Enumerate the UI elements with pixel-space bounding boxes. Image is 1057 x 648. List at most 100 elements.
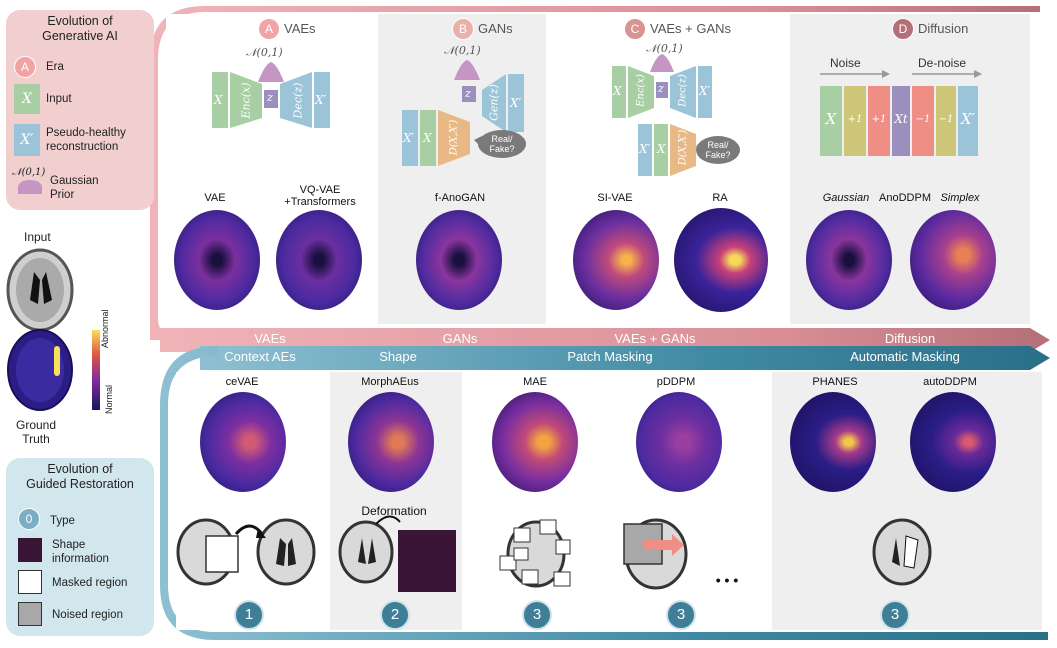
bottom-band-automatic: Automatic Masking [850,349,960,364]
vaegan-disc-x-label: X [657,142,666,156]
vae-diagram [212,62,330,128]
type-badge-shape: 2 [380,600,410,630]
deformation-label: Deformation [361,504,427,518]
gan-disc-xp-label: X′ [403,131,415,145]
type-badge-automatic: 3 [880,600,910,630]
shape-info-icon [18,538,42,562]
bottom-band-patch: Patch Masking [567,349,653,364]
top-band-vaes: VAEs [254,331,286,346]
legend2-title: Evolution of Guided Restoration [26,462,134,491]
method-simplex: Simplex [940,192,980,204]
vaegan-diagram [612,54,740,176]
method-gaussian: Gaussian [822,192,870,204]
era-a-icon: A [258,18,280,40]
diffusion-diagram [820,70,982,156]
method-cevae: ceVAE [225,376,259,388]
gan-gauss-label: 𝒩(0,1) [444,44,481,57]
era-label: Era [46,61,64,73]
vaegan-disc-xp-label: X′ [639,142,651,156]
vaegan-dec-label: Dec(z) [677,74,689,107]
color-scale-bar [92,330,100,410]
vae-x-label: X [214,93,223,107]
method-pddpm: pDDPM [656,376,696,388]
bottom-era-band [200,346,1050,370]
vaegan-x-label: X [613,84,622,98]
era-symbol-icon: A [14,56,36,78]
diff-plus1-b: +1 [871,114,887,125]
vae-xp-label: X′ [315,93,327,107]
type-badge-mae: 3 [522,600,552,630]
gan-z-label: z [465,87,471,100]
scale-low-label: Normal [104,384,114,414]
era-c-title: VAEs + GANs [650,21,732,36]
vaegan-real-fake-label: Real/ Fake? [705,140,731,160]
brain-heatmap-phanes [790,392,876,492]
method-ra: RA [712,192,728,204]
era-a-title: VAEs [284,21,316,36]
gan-disc-x-label: X [423,131,432,145]
noised-label: Noised region [52,609,123,621]
diff-xt-label: Xt [894,112,908,126]
type-badge-context: 1 [234,600,264,630]
mae-sketch [499,519,571,588]
era-d-icon: D [892,18,914,40]
method-autoddpm: autoDDPM [923,376,977,388]
top-band-gans: GANs [442,331,478,346]
gan-gen-label: Gen(z) [487,84,501,121]
brain-heatmap-gaussian [806,210,892,310]
vae-gauss-label: 𝒩(0,1) [246,46,283,59]
noised-region-icon [18,602,42,626]
brain-heatmap-autoddpm [910,392,996,492]
era-b-icon: B [452,18,474,40]
ground-truth-brain-image [7,329,73,411]
legend-title: Evolution of Generative AI [42,14,118,43]
diff-minus1-b: −1 [938,114,954,125]
type-symbol-icon: 0 [18,508,40,530]
recon-symbol-icon: X′ [14,124,40,156]
method-fanogan: f-AnoGAN [434,192,486,204]
brain-heatmap-fanogan [416,210,502,310]
ground-truth-label: Ground Truth [16,418,57,446]
vae-enc-label: Enc(x) [239,82,253,119]
vae-dec-label: Dec(z) [291,82,305,119]
gaussian-prior-icon [18,180,42,194]
brain-heatmap-sivae [573,210,659,310]
cevae-sketch [176,518,316,586]
brain-heatmap-cevae [200,392,286,492]
top-band-diffusion: Diffusion [884,331,936,346]
recon-label: Pseudo-healthy reconstruction [46,127,126,153]
diff-plus1-a: +1 [847,114,863,125]
ellipsis-label: • • • [715,572,739,588]
denoise-label: De-noise [918,56,967,70]
gauss-symbol: 𝒩(0,1) [12,167,46,178]
brain-heatmap-vae [174,210,260,310]
diff-x-label: X [825,110,837,128]
gan-diagram [402,60,526,166]
top-band-vaegans: VAEs + GANs [614,331,696,346]
diff-minus1-a: −1 [915,114,931,125]
diff-xp-label: X′ [960,110,976,128]
era-c-icon: C [624,18,646,40]
bottom-band-shape: Shape [379,349,417,364]
gauss-label: Gaussian Prior [50,175,99,201]
gan-xp-label: X′ [510,96,522,110]
method-sivae: SI-VAE [597,192,633,204]
vaegan-xp-label: X′ [699,84,711,98]
method-morphaeus: MorphAEus [361,376,419,388]
brain-heatmap-simplex [910,210,996,310]
noise-label: Noise [830,56,861,70]
method-vae: VAE [204,192,226,204]
brain-heatmap-pddpm [636,392,722,492]
vaegan-disc-label: D(X,X′) [677,129,689,166]
input-brain-image [6,248,74,332]
masked-label: Masked region [52,577,128,589]
input-brain-label: Input [24,230,51,244]
method-vqvae: VQ-VAE +Transformers [284,184,356,208]
morphaeus-sketch [338,515,456,592]
brain-heatmap-ra [674,208,768,312]
method-mae: MAE [523,376,547,388]
masked-region-icon [18,570,42,594]
vae-z-label: z [267,91,273,104]
method-phanes: PHANES [812,376,858,388]
brain-heatmap-mae [492,392,578,492]
